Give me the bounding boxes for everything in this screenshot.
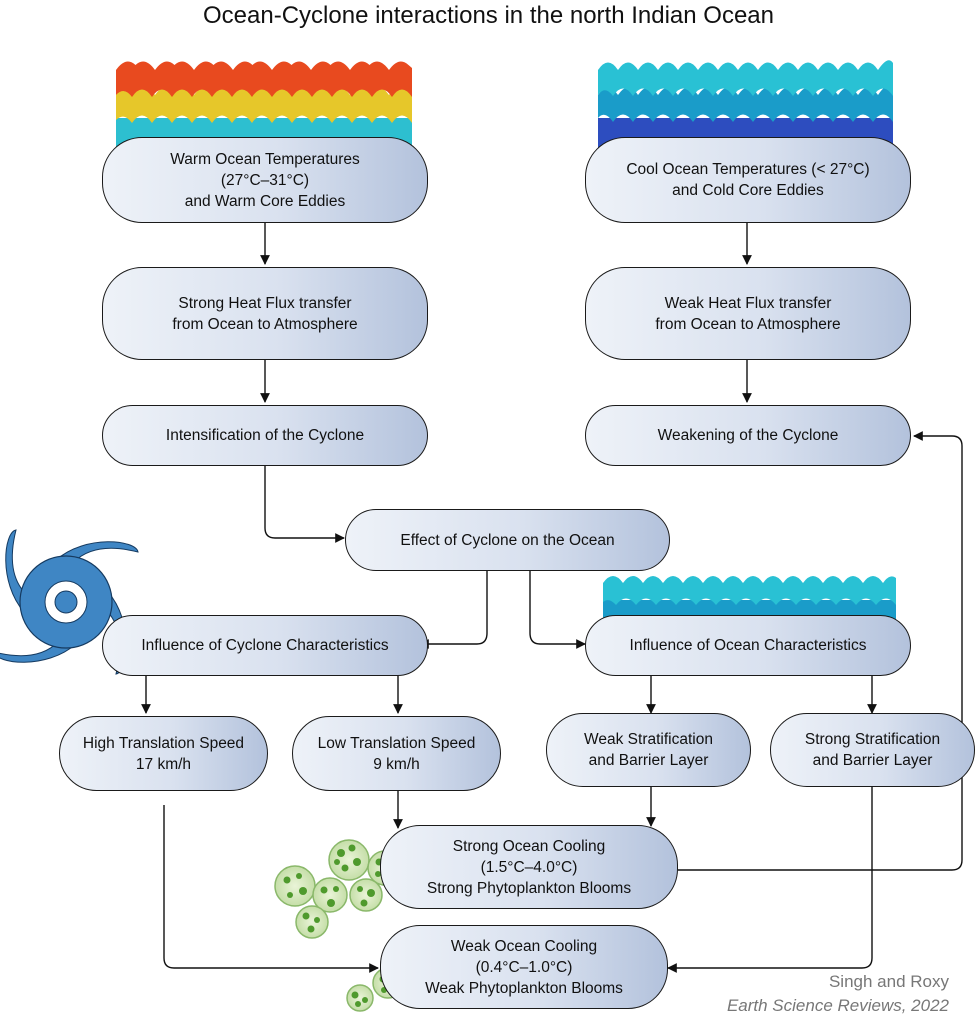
node-cool-ocean-temperatures: Cool Ocean Temperatures (< 27°C) and Col…: [585, 137, 911, 223]
node-intensification: Intensification of the Cyclone: [102, 405, 428, 466]
node-strong-stratification: Strong Stratification and Barrier Layer: [770, 713, 975, 787]
node-ocean-characteristics: Influence of Ocean Characteristics: [585, 615, 911, 676]
node-warm-ocean-temperatures: Warm Ocean Temperatures (27°C–31°C) and …: [102, 137, 428, 223]
node-weak-heat-flux: Weak Heat Flux transfer from Ocean to At…: [585, 267, 911, 360]
node-high-translation-speed: High Translation Speed 17 km/h: [59, 716, 268, 791]
node-strong-heat-flux: Strong Heat Flux transfer from Ocean to …: [102, 267, 428, 360]
diagram-title: Ocean-Cyclone interactions in the north …: [203, 2, 774, 29]
cool-ocean-waves-icon: [598, 60, 893, 148]
node-strong-ocean-cooling: Strong Ocean Cooling (1.5°C–4.0°C) Stron…: [380, 825, 678, 909]
credit-journal: Earth Science Reviews, 2022: [726, 996, 949, 1015]
node-weak-ocean-cooling: Weak Ocean Cooling (0.4°C–1.0°C) Weak Ph…: [380, 925, 668, 1009]
warm-ocean-waves-icon: [116, 61, 412, 148]
ocean-characteristics-waves-icon: [603, 576, 896, 620]
node-effect-of-cyclone: Effect of Cyclone on the Ocean: [345, 509, 670, 571]
node-cyclone-characteristics: Influence of Cyclone Characteristics: [102, 615, 428, 676]
connectors: [141, 222, 963, 973]
node-low-translation-speed: Low Translation Speed 9 km/h: [292, 716, 501, 791]
node-weak-stratification: Weak Stratification and Barrier Layer: [546, 713, 751, 787]
node-weakening: Weakening of the Cyclone: [585, 405, 911, 466]
credit-authors: Singh and Roxy: [828, 972, 949, 991]
